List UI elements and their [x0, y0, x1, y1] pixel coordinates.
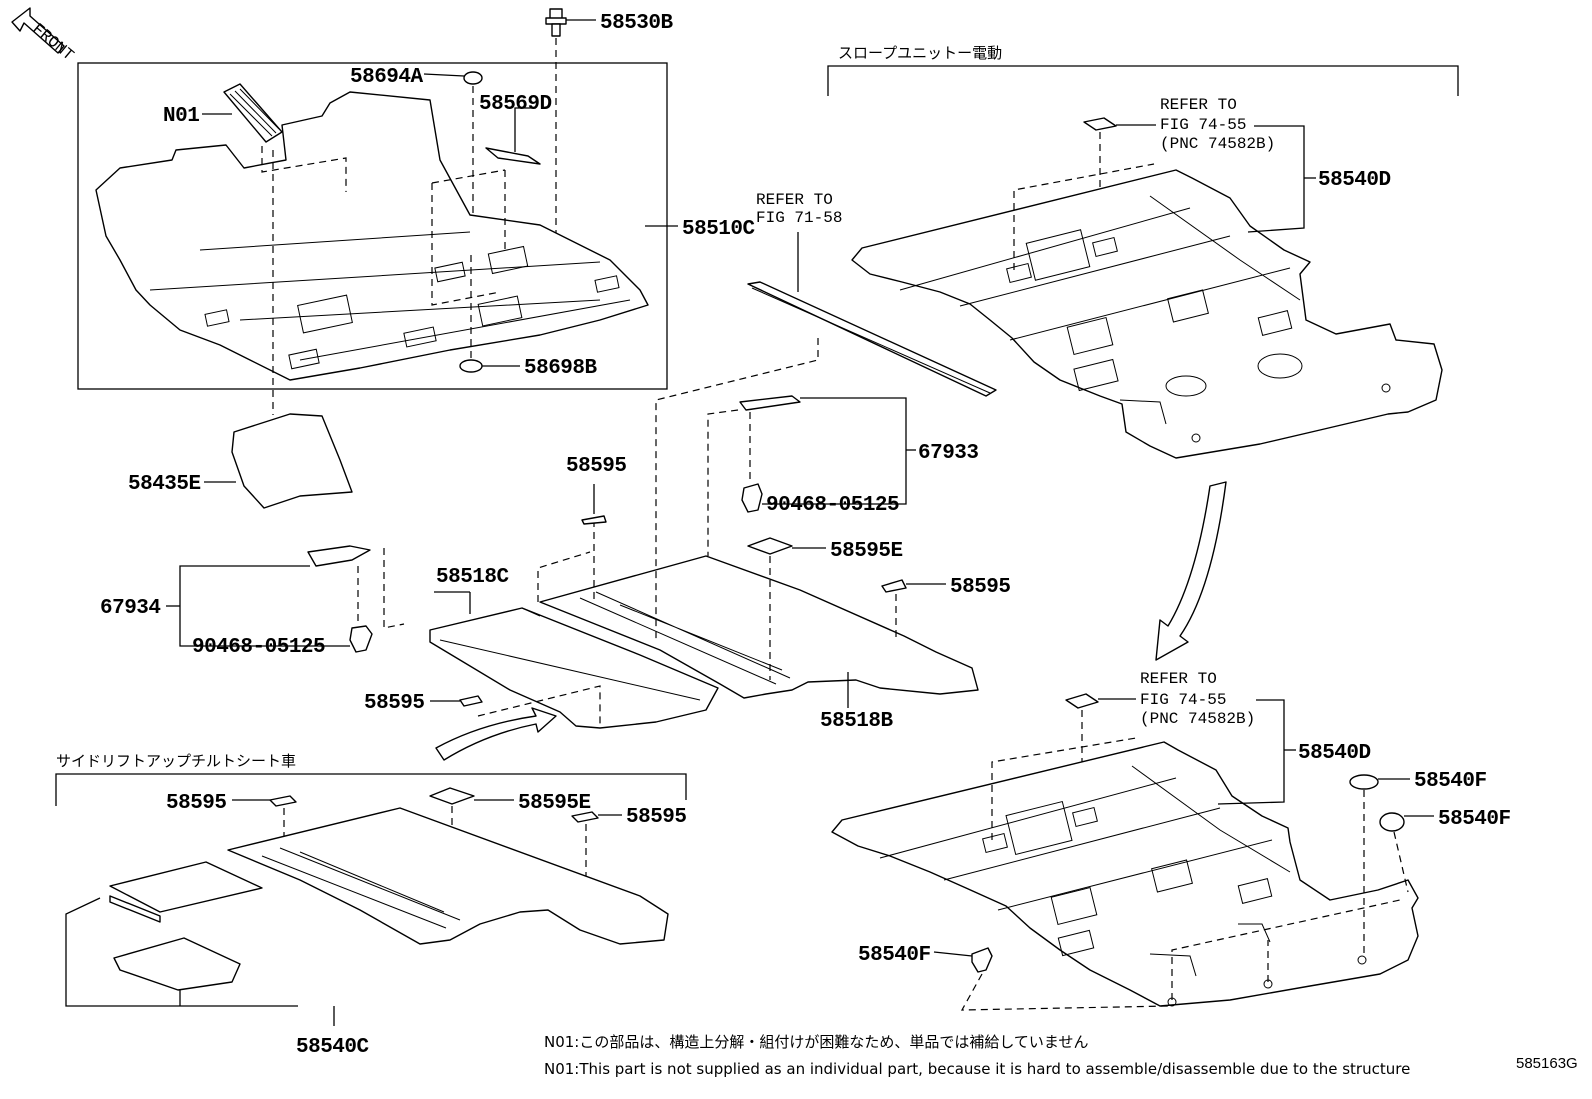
section-bracket-side-lift: [55, 773, 687, 806]
label-58435e: 58435E: [128, 473, 201, 496]
clip-58698b-icon: [459, 359, 483, 373]
label-58540f-b: 58540F: [1438, 808, 1511, 831]
label-58530b: 58530B: [600, 12, 674, 35]
refer-to-74-55-b-line2: FIG 74-55: [1140, 691, 1226, 709]
label-90468-a: 90468-05125: [192, 636, 325, 659]
clip-58595-d-icon: [269, 795, 297, 807]
section-title-side-lift: サイドリフトアップチルトシート車: [56, 752, 296, 770]
assembly-arrow-icon: [435, 707, 557, 761]
label-67934: 67934: [100, 597, 161, 620]
part-67933-icon: [739, 395, 801, 411]
refer-to-71-58-line2: FIG 71-58: [756, 209, 842, 227]
label-58569d: 58569D: [479, 93, 552, 116]
plate-74582b-a-icon: [1083, 117, 1117, 131]
seat-plate-b-icon: [113, 937, 241, 991]
clip-58540f-c-icon: [971, 947, 993, 973]
label-90468-b: 90468-05125: [766, 494, 899, 517]
label-58694a: 58694A: [350, 66, 424, 89]
rear-floor-panel-side-lift: [227, 807, 669, 945]
figure-code: 585163G: [1516, 1055, 1578, 1072]
label-n01: N01: [163, 105, 199, 128]
label-58595e-a: 58595E: [830, 540, 903, 563]
label-58540d-b: 58540D: [1298, 742, 1371, 765]
refer-to-74-55-a-line1: REFER TO: [1160, 96, 1237, 114]
clip-58540f-a-icon: [1349, 774, 1379, 790]
note-n01-jp: N01:この部品は、構造上分解・組付けが困難なため、単品では補給していません: [544, 1033, 1088, 1051]
refer-to-74-55-b-line3: (PNC 74582B): [1140, 710, 1255, 728]
refer-to-74-55-a-line2: FIG 74-55: [1160, 116, 1246, 134]
sill-strip-icon: [747, 281, 997, 397]
pedal-pad-n01-icon: [223, 83, 283, 143]
label-58540f-a: 58540F: [1414, 770, 1487, 793]
deck-board-58540d-a: [851, 169, 1443, 459]
clip-90468-a-icon: [349, 625, 373, 653]
down-arrow-icon: [1155, 481, 1227, 661]
label-67933: 67933: [918, 442, 979, 465]
note-n01-en: N01:This part is not supplied as an indi…: [544, 1060, 1410, 1078]
front-label: FRONT: [29, 20, 77, 65]
plate-74582b-b-icon: [1065, 693, 1099, 709]
label-58595e-b: 58595E: [518, 792, 591, 815]
part-58595e-a-icon: [747, 537, 793, 555]
label-58518b: 58518B: [820, 710, 894, 733]
clip-90468-b-icon: [741, 483, 763, 513]
label-58698b: 58698B: [524, 357, 598, 380]
refer-to-71-58-line1: REFER TO: [756, 191, 833, 209]
label-58540d-a: 58540D: [1318, 169, 1391, 192]
section-title-slope-unit: スロープユニットー電動: [838, 44, 1002, 62]
label-58540f-c: 58540F: [858, 944, 931, 967]
label-58595-e: 58595: [626, 806, 687, 829]
rear-floor-panel-58518b: [539, 555, 979, 699]
part-58569d-icon: [485, 147, 541, 165]
front-floor-carpet: [95, 91, 649, 381]
front-arrow-icon: [11, 7, 65, 54]
label-58595-c: 58595: [950, 576, 1011, 599]
seat-plate-a-icon: [109, 861, 263, 913]
part-58595e-b-icon: [429, 787, 475, 805]
clip-58595-b-icon: [581, 515, 607, 525]
rear-floor-panel-58518c: [429, 607, 719, 729]
label-58518c: 58518C: [436, 566, 510, 589]
part-58435e-icon: [231, 413, 353, 509]
clip-58595-c-icon: [881, 579, 907, 593]
label-58595-d: 58595: [166, 792, 227, 815]
bracket-58540c: [65, 897, 298, 1007]
section-bracket-slope-unit: [827, 65, 1459, 96]
seat-plate-a-edge-icon: [109, 895, 161, 923]
part-67934-icon: [307, 545, 371, 567]
label-58540c: 58540C: [296, 1036, 370, 1059]
clip-58595-a-icon: [459, 695, 483, 707]
refer-to-74-55-b-line1: REFER TO: [1140, 670, 1217, 688]
clip-58694a-icon: [463, 71, 483, 85]
label-58595-a: 58595: [364, 692, 425, 715]
clip-58595-e-icon: [571, 811, 599, 823]
clip-58530b-icon: [545, 8, 567, 37]
clip-58540f-b-icon: [1379, 812, 1405, 832]
label-58595-b: 58595: [566, 455, 627, 478]
label-58510c: 58510C: [682, 218, 756, 241]
refer-to-74-55-a-line3: (PNC 74582B): [1160, 135, 1275, 153]
deck-board-58540d-b: [831, 741, 1419, 1007]
